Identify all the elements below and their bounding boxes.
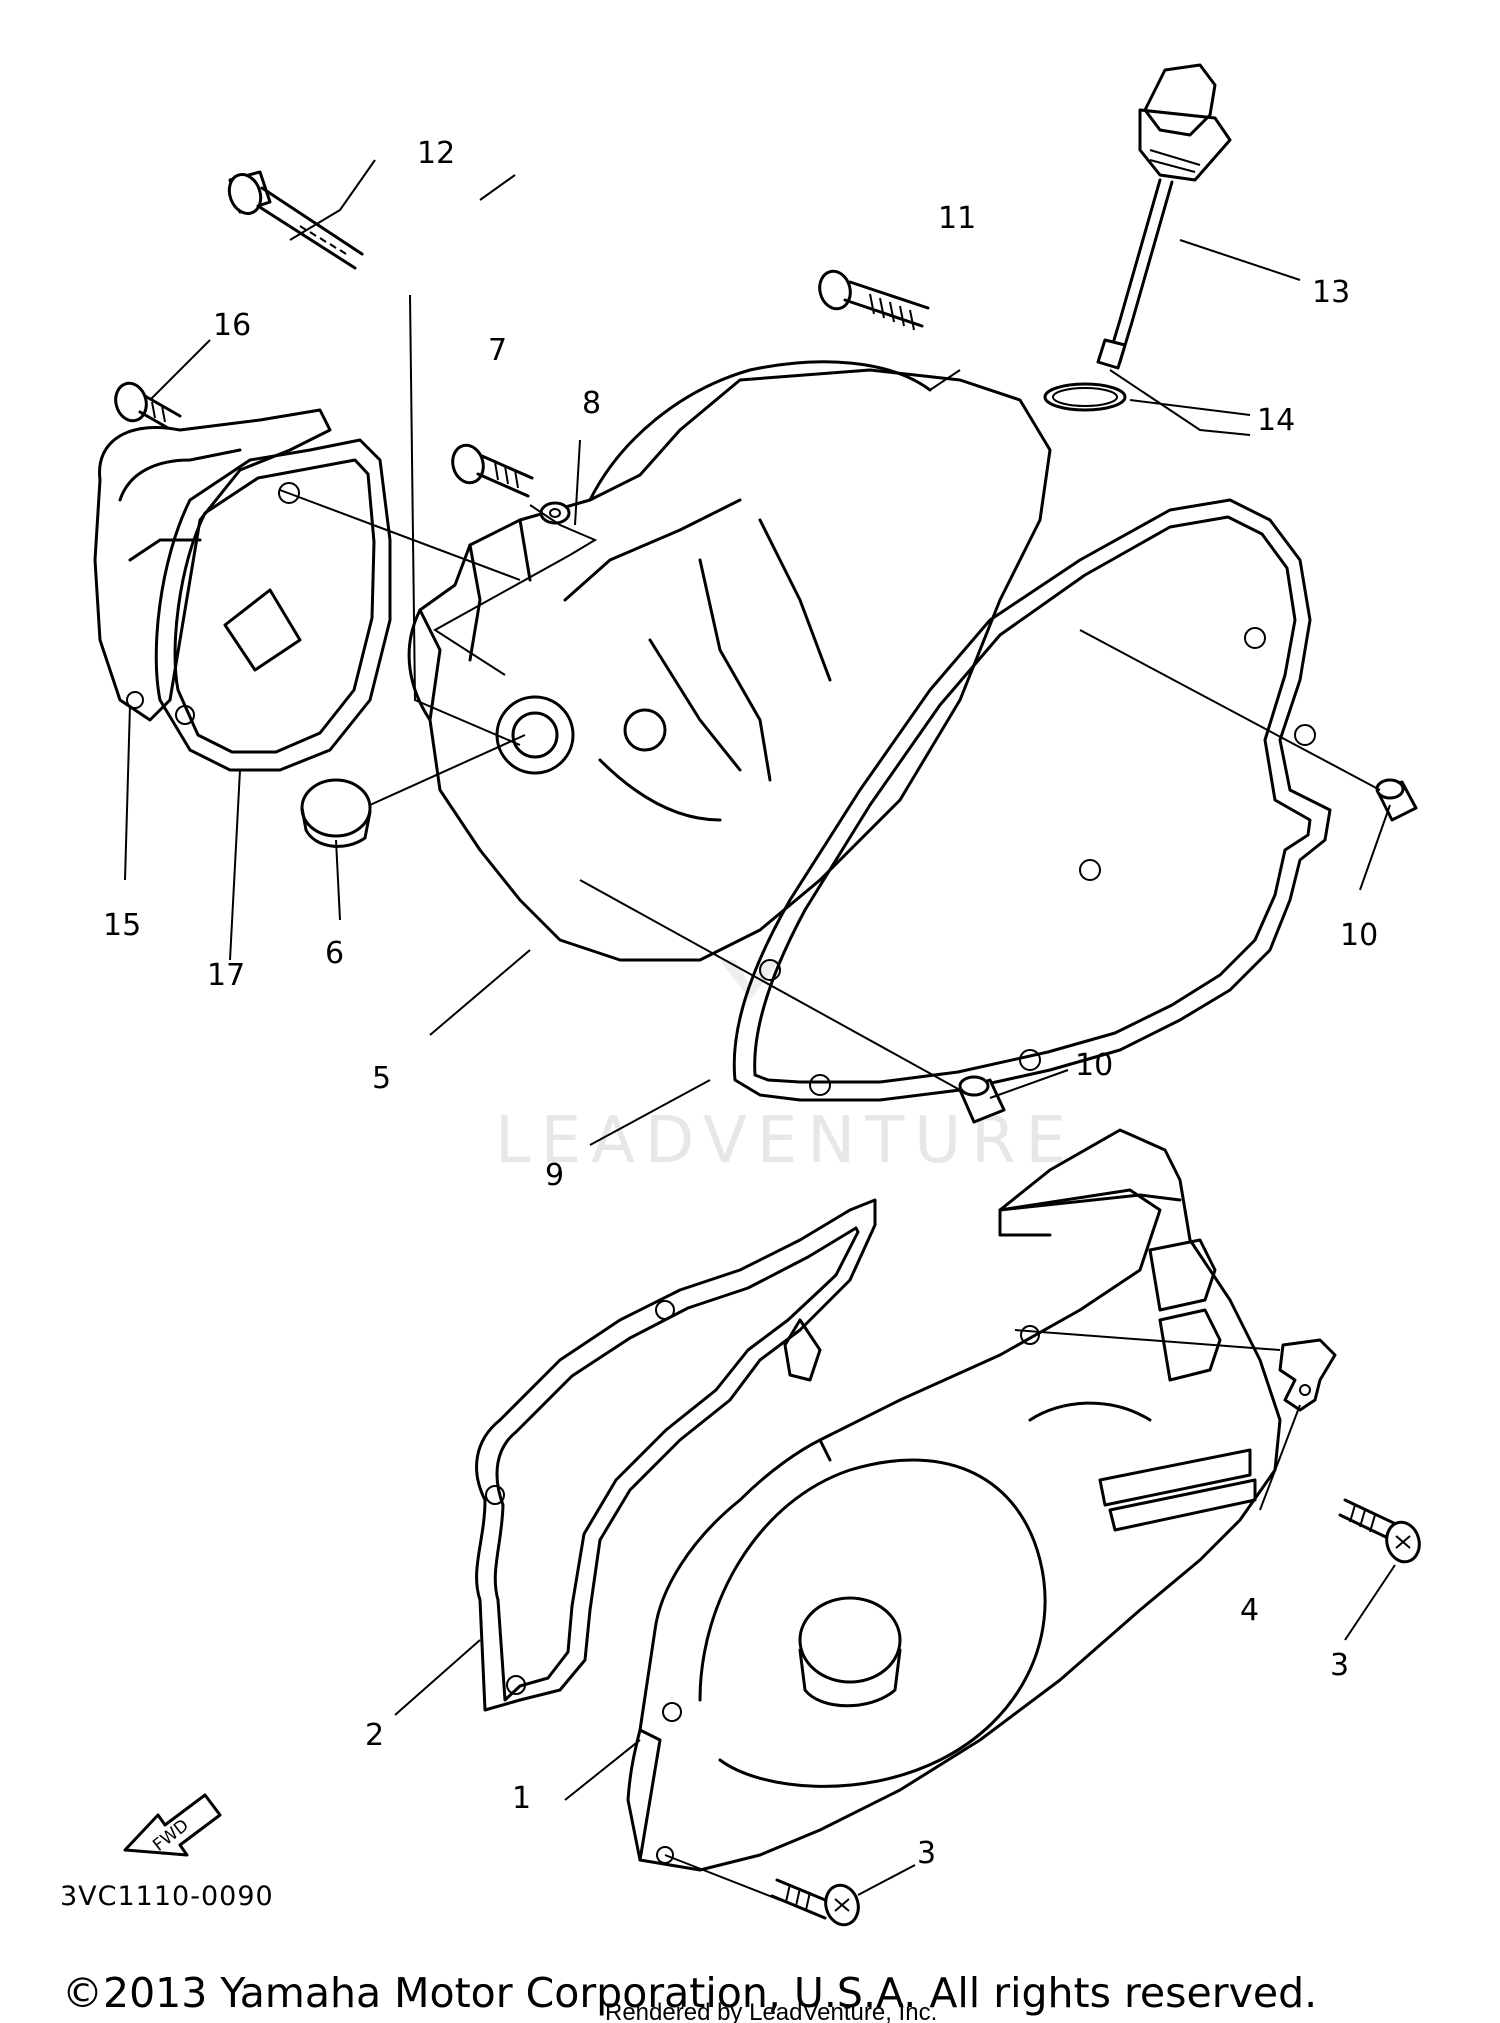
callout-6: 6 [325,936,344,971]
dowel-pin-part-10-upper [1375,778,1418,822]
cover-part-15 [93,408,332,722]
washer-part-8 [539,501,571,525]
dowel-pin-part-10-lower [958,1075,1006,1124]
callout-3-right: 3 [1330,1648,1349,1683]
gasket-part-2 [475,1198,877,1712]
callout-labels: 1 2 3 3 4 5 6 7 8 9 10 10 11 12 13 14 15… [103,136,1378,1871]
fwd-arrow-icon: FWD [123,1793,222,1857]
callout-14: 14 [1257,403,1295,438]
gasket-part-9 [732,498,1332,1102]
screw-part-3-right [1338,1498,1421,1564]
callout-10-lower: 10 [1075,1048,1113,1083]
callout-3-lower: 3 [917,1836,936,1871]
callout-15: 15 [103,908,141,943]
crankcase-cover-part-5 [407,360,1052,962]
callout-13: 13 [1312,275,1350,310]
plug-part-6 [300,778,372,848]
oil-level-gauge-part-13 [1096,63,1232,370]
callout-12: 12 [417,136,455,171]
bolt-part-12 [227,170,364,270]
callout-4: 4 [1240,1593,1259,1628]
diagram-reference-code: 3VC1110-0090 [60,1881,274,1912]
callout-8: 8 [582,386,601,421]
bracket-part-4 [1278,1338,1337,1412]
bolt-part-11 [818,269,930,331]
callout-10-right: 10 [1340,918,1378,953]
o-ring-part-14 [1043,382,1127,412]
callout-7: 7 [488,333,507,368]
callout-1: 1 [512,1781,531,1816]
copyright-notice: ©2013 Yamaha Motor Corporation, U.S.A. A… [62,1969,1317,2017]
rendered-by-notice: Rendered by LeadVenture, Inc. [605,1999,937,2023]
callout-11: 11 [938,201,976,236]
bolt-part-16 [114,381,182,434]
crankcase-cover-part-1 [626,1128,1282,1872]
callout-16: 16 [213,308,251,343]
callout-5: 5 [372,1061,391,1096]
bolt-part-7 [451,443,534,498]
callout-17: 17 [207,958,245,993]
leader-lines-upper [124,159,1391,1146]
callout-2: 2 [365,1718,384,1753]
screw-part-3-lower [770,1878,860,1927]
callout-9: 9 [545,1158,564,1193]
leader-lines-lower [394,1329,1396,1901]
gasket-part-17 [154,438,392,772]
